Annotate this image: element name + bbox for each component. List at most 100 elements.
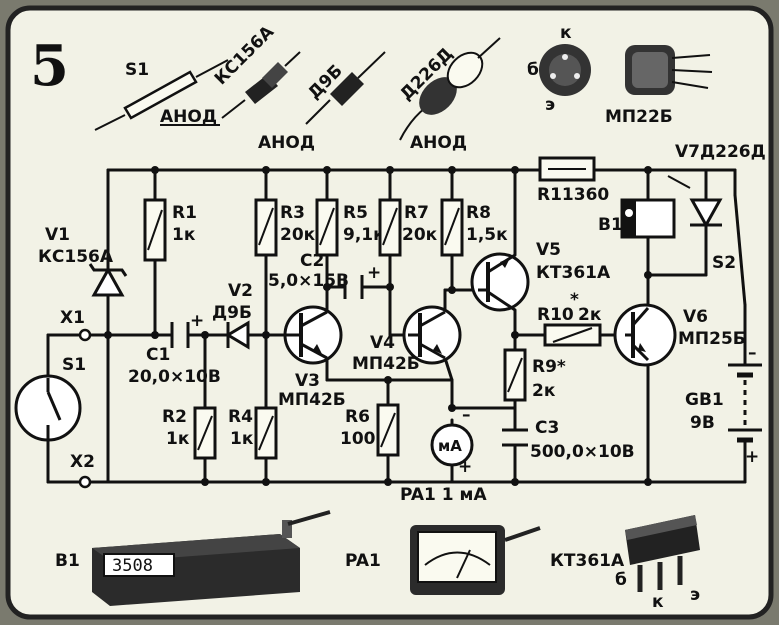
r3-value: 20к xyxy=(280,225,316,245)
gb1-label: GB1 xyxy=(685,390,724,410)
r2-value: 1к xyxy=(166,429,190,449)
junction-dots xyxy=(78,166,652,489)
resistor-r6: R6 100 xyxy=(340,403,400,457)
resistor-r7: R7 20к xyxy=(378,198,438,257)
kt361a-pin-e: э xyxy=(690,585,700,605)
part-d9b-anode-label: АНОД xyxy=(258,133,315,153)
v2-label: V2 xyxy=(228,281,253,301)
r10-label: R10 xyxy=(537,305,574,325)
c3-label: C3 xyxy=(535,418,559,438)
v5-type: КТ361А xyxy=(536,263,611,283)
r6-value: 100 xyxy=(340,429,376,449)
gb1-minus: – xyxy=(748,343,757,363)
resistor-r2: R2 1к xyxy=(162,406,217,460)
counter-b1: B1 xyxy=(598,198,676,239)
figure-number: 5 xyxy=(30,33,69,99)
transistor-v3: V3 МП42Б xyxy=(278,305,346,410)
part-s1-label: S1 xyxy=(125,60,149,80)
v6-label: V6 xyxy=(683,307,708,327)
v3-label: V3 xyxy=(295,371,320,391)
diode-v7 xyxy=(667,175,723,229)
transistor-v5: V5 КТ361А xyxy=(470,240,611,312)
ammeter-pa1: мА – + PA1 1 мА xyxy=(400,405,487,505)
r6-label: R6 xyxy=(345,407,370,427)
kt361a-photo: КТ361А б к э xyxy=(550,515,700,612)
v1-label: V1 xyxy=(45,225,70,245)
part-mp22b-label: МП22Б xyxy=(605,107,673,127)
resistor-r1: R1 1к xyxy=(143,198,197,262)
resistor-r4: R4 1к xyxy=(228,406,278,460)
pin-b-label: б xyxy=(527,60,539,80)
r9-label: R9* xyxy=(532,357,566,377)
b1-label: B1 xyxy=(598,215,623,235)
resistor-r9: R9* 2к xyxy=(503,348,566,402)
s1-label: S1 xyxy=(62,355,86,375)
counter-display: 3508 xyxy=(112,556,153,576)
c1-value: 20,0×10В xyxy=(128,367,221,387)
part-ks156a-anode-label: АНОД xyxy=(160,107,217,127)
meter-plus: + xyxy=(458,457,472,477)
v4-label: V4 xyxy=(370,333,395,353)
meter-unit: мА xyxy=(438,437,462,455)
r3-label: R3 xyxy=(280,203,305,223)
x2-label: X2 xyxy=(70,452,95,472)
battery-gb1: – + GB1 9В xyxy=(685,343,762,467)
resistor-r11: R11360 xyxy=(537,156,609,205)
r4-value: 1к xyxy=(230,429,254,449)
c3-value: 500,0×10В xyxy=(530,442,635,462)
c2-label: C2 xyxy=(300,251,324,271)
c1-plus: + xyxy=(190,311,204,331)
v4-type: МП42Б xyxy=(352,354,420,374)
c2-value: 5,0×15В xyxy=(268,271,349,291)
x1-label: X1 xyxy=(60,308,85,328)
r1-value: 1к xyxy=(172,225,196,245)
r8-value: 1,5к xyxy=(466,225,508,245)
zener-v1: V1 КС156А xyxy=(38,225,128,297)
gb1-plus: + xyxy=(745,447,759,467)
c2-plus: + xyxy=(367,263,381,283)
r7-value: 20к xyxy=(402,225,438,245)
reed-switch-s1: S1 xyxy=(14,355,86,442)
resistor-r8: R8 1,5к xyxy=(440,198,508,257)
capacitor-c1: + C1 20,0×10В xyxy=(128,311,221,387)
r10-value: 2к xyxy=(578,305,602,325)
r9-value: 2к xyxy=(532,381,556,401)
kt361a-pin-k: к xyxy=(652,592,664,612)
v2-type: Д9Б xyxy=(212,303,252,323)
kt361a-pin-b: б xyxy=(615,570,627,590)
r5-label: R5 xyxy=(343,203,368,223)
r7-label: R7 xyxy=(404,203,429,223)
gb1-value: 9В xyxy=(690,413,715,433)
switch-s2: S2 xyxy=(712,193,747,307)
part-mp22b-transistor: МП22Б xyxy=(605,45,713,127)
b1-counter-photo: B1 3508 xyxy=(55,510,331,606)
resistor-r5: R5 9,1к xyxy=(315,198,385,257)
terminal-x2 xyxy=(78,475,92,489)
capacitor-c2: + C2 5,0×15В xyxy=(268,251,381,299)
meter-minus: – xyxy=(462,405,471,425)
bottom-pa1-label: PA1 xyxy=(345,551,381,571)
part-d226d-anode-label: АНОД xyxy=(410,133,467,153)
pin-e-label: э xyxy=(545,95,555,115)
v3-type: МП42Б xyxy=(278,390,346,410)
r2-label: R2 xyxy=(162,407,187,427)
transistor-v4: V4 МП42Б xyxy=(352,305,462,374)
transistor-v6: V6 МП25Б xyxy=(613,303,746,367)
diode-v2: V2 Д9Б xyxy=(212,281,253,350)
r8-label: R8 xyxy=(466,203,491,223)
c1-label: C1 xyxy=(146,345,170,365)
part-transistor-pinout: к б э xyxy=(527,23,591,115)
resistor-r10: R10 * 2к xyxy=(537,290,602,347)
r10-star: * xyxy=(570,290,579,310)
v1-type: КС156А xyxy=(38,247,114,267)
part-s1-reed-switch: S1 xyxy=(94,59,229,131)
r5-value: 9,1к xyxy=(343,225,385,245)
s2-label: S2 xyxy=(712,253,736,273)
v5-label: V5 xyxy=(536,240,561,260)
resistor-r3: R3 20к xyxy=(254,198,316,257)
pa1-meter-photo: PA1 xyxy=(345,525,541,595)
bottom-b1-label: B1 xyxy=(55,551,80,571)
v6-type: МП25Б xyxy=(678,329,746,349)
pa1-label: PA1 1 мА xyxy=(400,485,487,505)
